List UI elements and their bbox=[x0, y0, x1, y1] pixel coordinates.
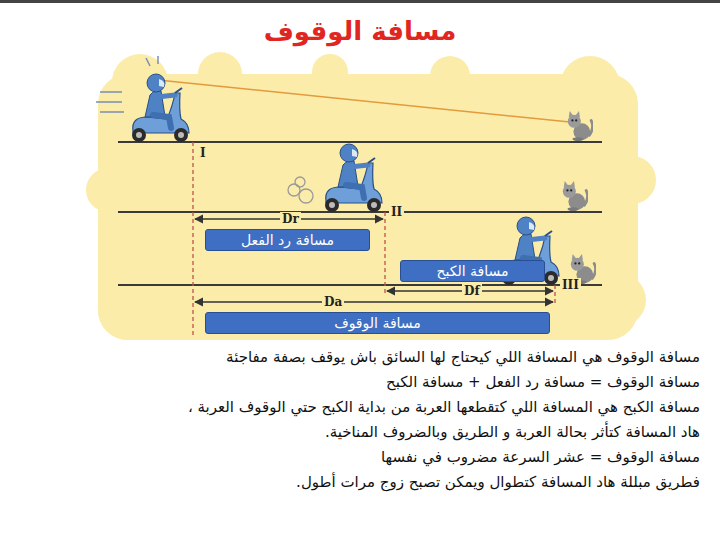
cat bbox=[568, 111, 593, 141]
scooter-rider bbox=[325, 144, 382, 212]
scooter-rider bbox=[132, 74, 189, 142]
cat bbox=[563, 181, 588, 211]
box-label: مسافة رد الفعل bbox=[241, 232, 334, 249]
explanation-line: فطريق مبللة هاد المسافة كتطوال ويمكن تصب… bbox=[14, 470, 700, 495]
exhaust-smoke bbox=[288, 177, 313, 203]
top-rule bbox=[0, 0, 720, 3]
figure-mark: I bbox=[198, 146, 208, 160]
distance-box: مسافة رد الفعل bbox=[205, 229, 370, 251]
road-lines bbox=[118, 142, 602, 285]
explanation-line: مسافة الوقوف هي المسافة اللي كيحتاج لها … bbox=[14, 345, 700, 370]
explanation-line: هاد المسافة كتأثر بحالة العربة و الطريق … bbox=[14, 420, 700, 445]
text-column: مسافة الوقوف هي المسافة اللي كيحتاج لها … bbox=[14, 345, 700, 495]
figure-mark: Dr bbox=[280, 212, 301, 226]
diagram-title: مسافة الوقوف bbox=[0, 16, 720, 46]
dimension-lines bbox=[195, 219, 553, 302]
distance-box: مسافة الوقوف bbox=[205, 312, 550, 334]
figure-mark: Df bbox=[462, 284, 482, 298]
distance-box: مسافة الكبح bbox=[400, 260, 545, 282]
figure-mark: II bbox=[389, 205, 404, 219]
figure-mark: Da bbox=[322, 295, 344, 309]
cloud-background bbox=[86, 52, 656, 340]
figure-mark: III bbox=[560, 278, 581, 292]
sight-line bbox=[158, 80, 570, 122]
box-label: مسافة الكبح bbox=[436, 263, 508, 280]
box-label: مسافة الوقوف bbox=[334, 315, 421, 332]
dashed-guides bbox=[193, 142, 555, 336]
explanation-line: مسافة الكبح هي المسافة اللي كتقطعها العر… bbox=[14, 395, 700, 420]
explanation-line: مسافة الوقوف = عشر السرعة مضروب في نفسها bbox=[14, 445, 700, 470]
explanation-line: مسافة الوقوف = مسافة رد الفعل + مسافة ال… bbox=[14, 370, 700, 395]
